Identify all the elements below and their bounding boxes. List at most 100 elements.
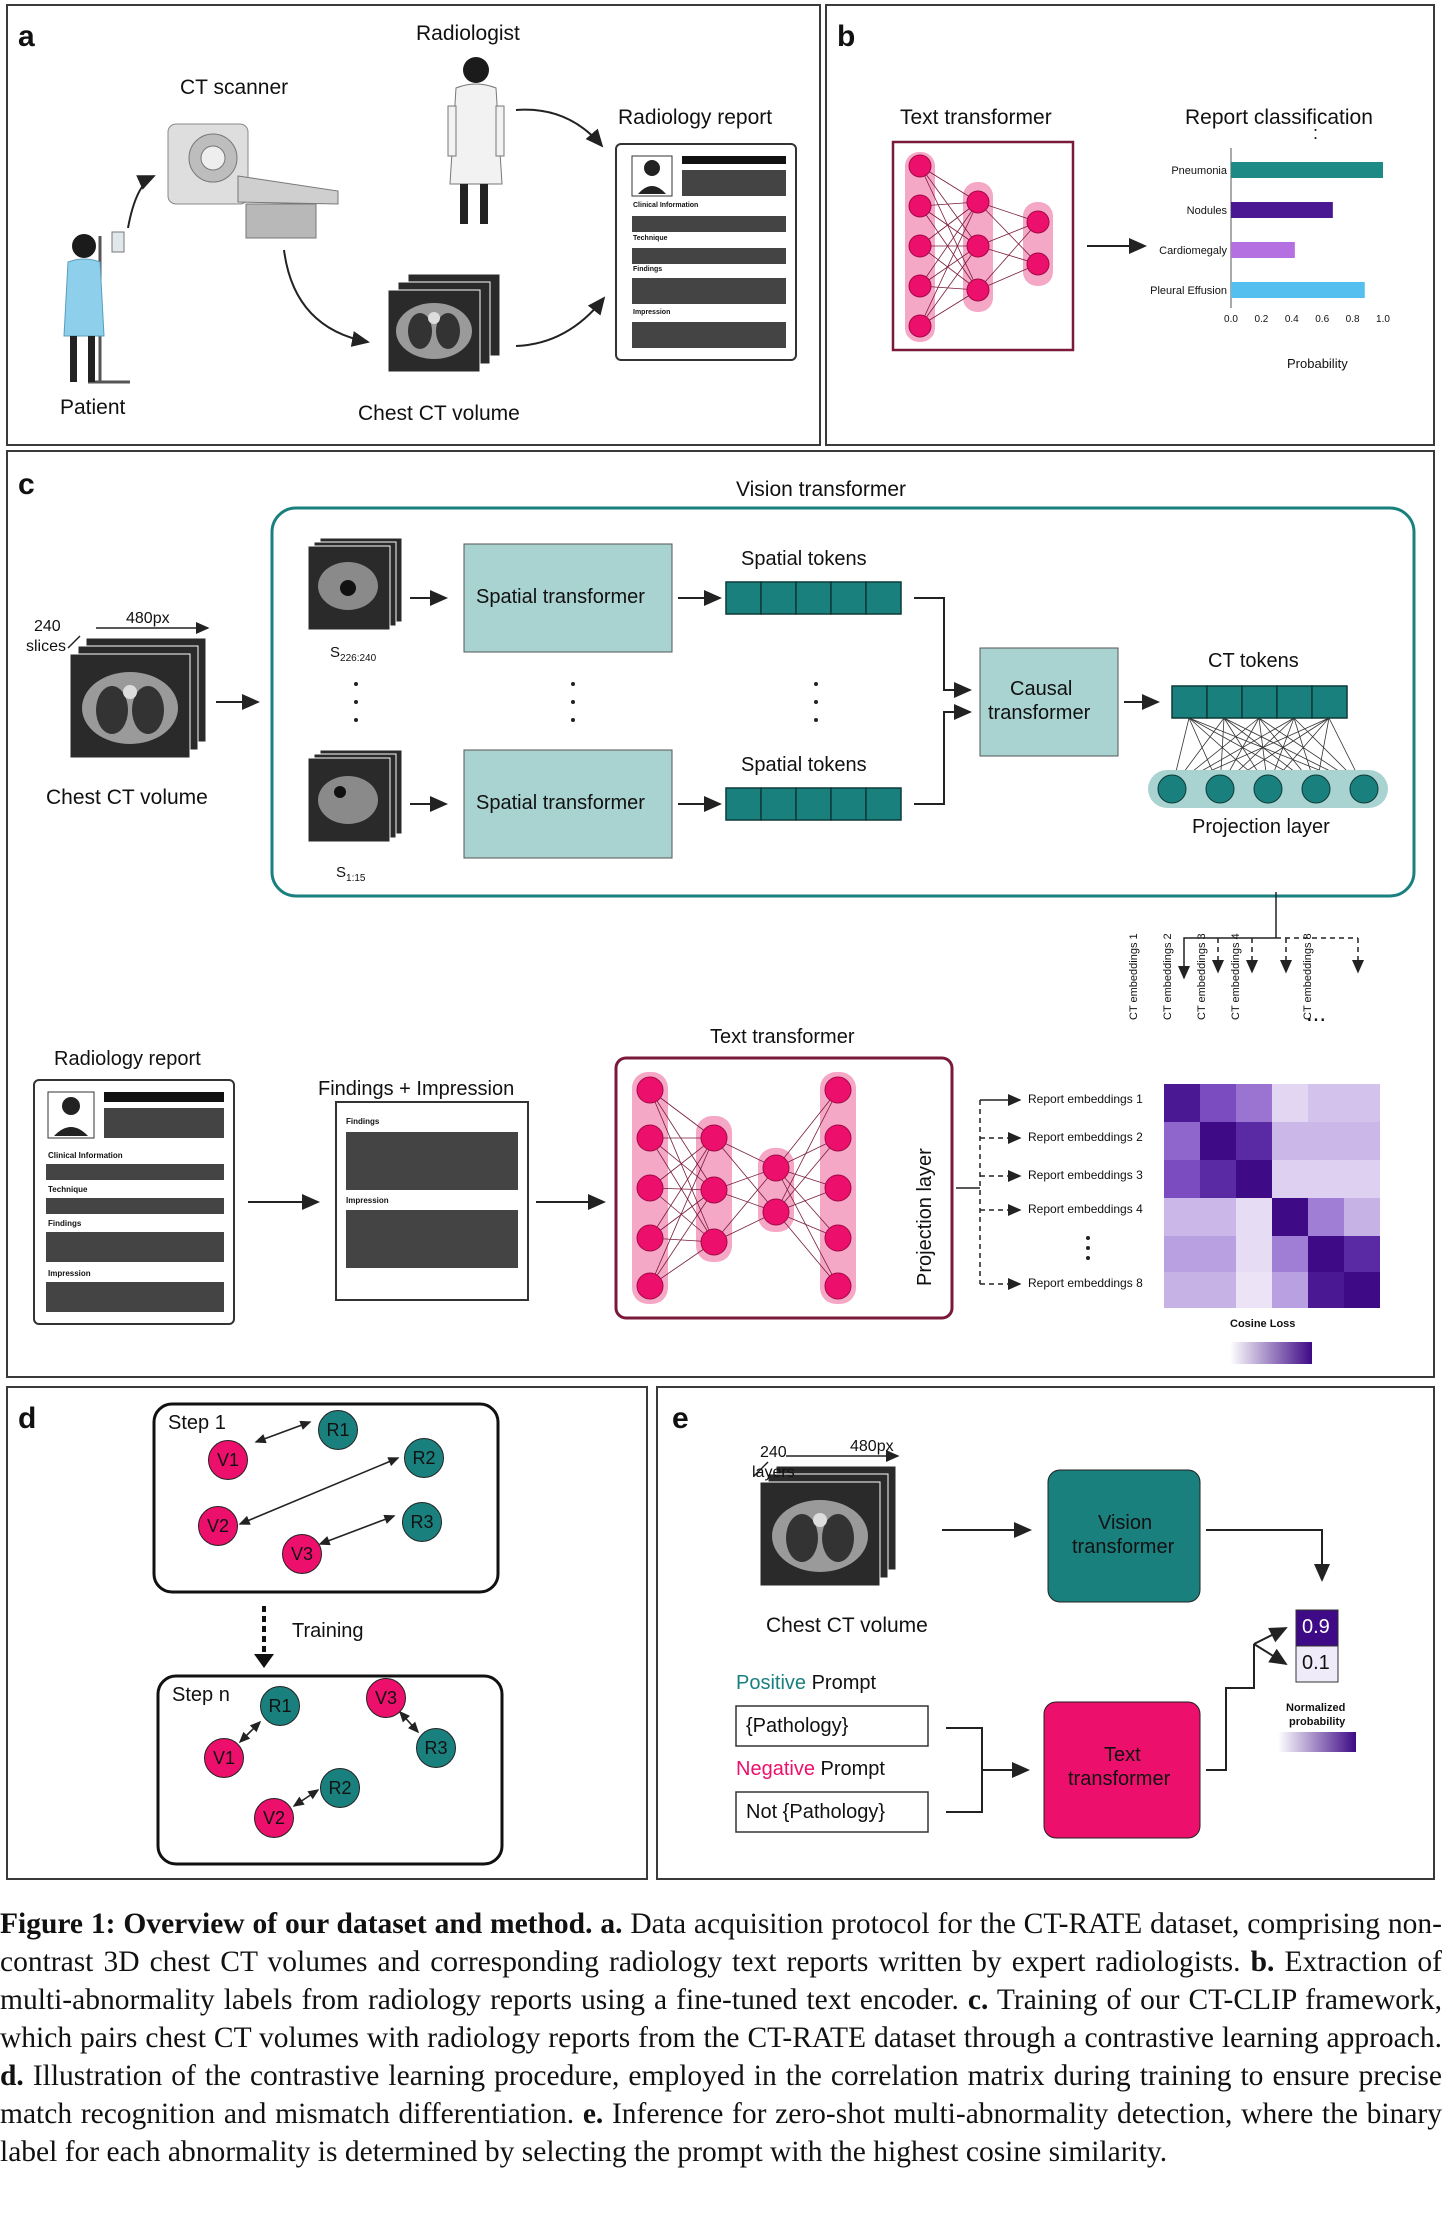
report-section-technique-c: Technique	[48, 1185, 88, 1194]
radiologist-label: Radiologist	[416, 22, 520, 45]
report-section-findings-c: Findings	[48, 1219, 82, 1228]
ct-tokens	[1171, 685, 1348, 719]
layers-count: 240	[760, 1444, 787, 1461]
prob-high-box	[1295, 1609, 1339, 1647]
vision-transformer-box-e	[1047, 1469, 1201, 1603]
node-v2-stepn: V2	[254, 1798, 294, 1838]
chest-ct-volume-label: Chest CT volume	[358, 402, 520, 425]
caption-e-text: Inference for zero-shot multi-abnormalit…	[0, 2098, 1442, 2168]
positive-prompt-box	[735, 1705, 929, 1747]
category-label-cardiomegaly: Cardiomegaly	[1159, 245, 1227, 257]
report-embeddings-2: Report embeddings 2	[1028, 1130, 1143, 1144]
spatial-tokens-bottom	[725, 787, 902, 821]
report-section-impression: Impression	[633, 309, 671, 316]
tick-label-4: 0.8	[1346, 314, 1360, 325]
panel-b: b Text transformer Report classification…	[825, 4, 1435, 446]
caption-b-label: b.	[1250, 1946, 1275, 1978]
report-section-clinical-c: Clinical Information	[48, 1151, 123, 1160]
step1-label: Step 1	[168, 1412, 226, 1434]
bar-nodules	[1231, 202, 1333, 218]
text-transformer-label-c: Text transformer	[710, 1026, 855, 1048]
report-section-findings: Findings	[633, 266, 663, 273]
report-embeddings-4: Report embeddings 4	[1028, 1202, 1143, 1216]
normalized-prob-label-1: Normalized	[1286, 1702, 1346, 1714]
causal-transformer-label-1: Causal	[1010, 678, 1073, 700]
node-v2-step1: V2	[198, 1506, 238, 1546]
panel-a-label: a	[18, 20, 35, 53]
slices-count: 240	[34, 618, 61, 635]
training-label: Training	[292, 1620, 364, 1642]
ct-volume-icon	[387, 273, 501, 373]
ct-embeddings-4: CT embeddings 4	[1230, 933, 1242, 1020]
bar-pleural-effusion	[1231, 282, 1365, 298]
prob-low-value: 0.1	[1302, 1652, 1330, 1674]
text-transformer-network-c	[614, 1056, 954, 1320]
panel-d: d Step 1 Training Step n V1 V2 V3 R1 R2 …	[6, 1386, 648, 1880]
spatial-transformer-box-bottom	[463, 749, 673, 859]
spatial-transformer-label-top: Spatial transformer	[476, 586, 645, 608]
negative-prompt-box	[735, 1791, 929, 1833]
category-label-nodules: Nodules	[1187, 205, 1228, 217]
tick-label-3: 0.6	[1315, 314, 1329, 325]
report-embeddings-8: Report embeddings 8	[1028, 1276, 1143, 1290]
classification-ellipsis: :	[1313, 123, 1319, 143]
panel-e-label: e	[672, 1402, 689, 1435]
tick-label-5: 1.0	[1376, 314, 1390, 325]
caption-a-label: a.	[600, 1908, 623, 1940]
ct-embeddings-ellipsis: ...	[1306, 1000, 1327, 1027]
similarity-matrix	[1164, 1084, 1380, 1308]
causal-transformer-box	[979, 647, 1119, 757]
tick-label-0: 0.0	[1224, 314, 1238, 325]
ct-scanner-icon	[167, 123, 339, 239]
report-document-c	[33, 1079, 235, 1325]
prob-low-box	[1295, 1645, 1339, 1683]
report-section-clinical: Clinical Information	[633, 202, 699, 209]
spatial-tokens-label-top: Spatial tokens	[741, 548, 867, 570]
vision-transformer-title: Vision transformer	[736, 478, 907, 501]
caption-b-text: Extraction of multi-abnormality labels f…	[0, 1946, 1442, 2016]
projection-layer-label: Projection layer	[1192, 816, 1330, 838]
caption-d-label: d.	[0, 2060, 24, 2092]
panel-c-label: c	[18, 468, 35, 501]
tick-label-2: 0.4	[1285, 314, 1299, 325]
patient-label: Patient	[60, 396, 126, 419]
text-transformer-network-b	[891, 140, 1075, 352]
text-transformer-label-e-1: Text	[1104, 1744, 1141, 1766]
bar-cardiomegaly	[1231, 242, 1295, 258]
patient-icon	[63, 231, 130, 384]
node-v3-stepn: V3	[366, 1678, 406, 1718]
negative-prompt-title: Negative Prompt	[736, 1758, 885, 1780]
report-section-impression-c: Impression	[48, 1269, 91, 1278]
caption-e-label: e.	[582, 2098, 604, 2130]
panel-d-label: d	[18, 1402, 37, 1435]
panel-b-label: b	[837, 20, 856, 53]
caption-c-label: c.	[967, 1984, 989, 2016]
width-px-e: 480px	[850, 1438, 894, 1455]
report-embeddings-3: Report embeddings 3	[1028, 1168, 1143, 1182]
ct-embeddings-3: CT embeddings 3	[1196, 933, 1208, 1020]
chest-ct-volume-label-e: Chest CT volume	[766, 1614, 928, 1637]
ct-width-px: 480px	[126, 610, 170, 627]
panel-c-diagram	[33, 506, 1416, 1364]
ct-volume-icon-e	[759, 1465, 897, 1587]
panel-e: e 240 layers 480px Ches	[656, 1386, 1435, 1880]
slice-stack-bottom	[307, 749, 403, 843]
node-r1-stepn: R1	[260, 1686, 300, 1726]
chest-ct-volume-label-c: Chest CT volume	[46, 786, 208, 809]
positive-prompt-title: Positive Prompt	[736, 1672, 877, 1694]
findings-impression-doc	[335, 1101, 529, 1301]
normalized-prob-label-2: probability	[1289, 1716, 1346, 1728]
panel-a: a Radiologist CT scanner Radiology repor…	[6, 4, 821, 446]
node-r2-step1: R2	[404, 1438, 444, 1478]
prob-high-value: 0.9	[1302, 1616, 1330, 1638]
slices-word: slices	[26, 638, 67, 655]
bar-pneumonia	[1231, 162, 1383, 178]
findings-label: Findings	[346, 1117, 380, 1126]
slice-stack-top	[307, 537, 403, 631]
caption-c-text: Training of our CT-CLIP framework, which…	[0, 1984, 1442, 2054]
positive-prompt-text: {Pathology}	[746, 1715, 849, 1737]
panel-e-diagram	[735, 1450, 1356, 1839]
radiology-report-label: Radiology report	[618, 106, 773, 129]
